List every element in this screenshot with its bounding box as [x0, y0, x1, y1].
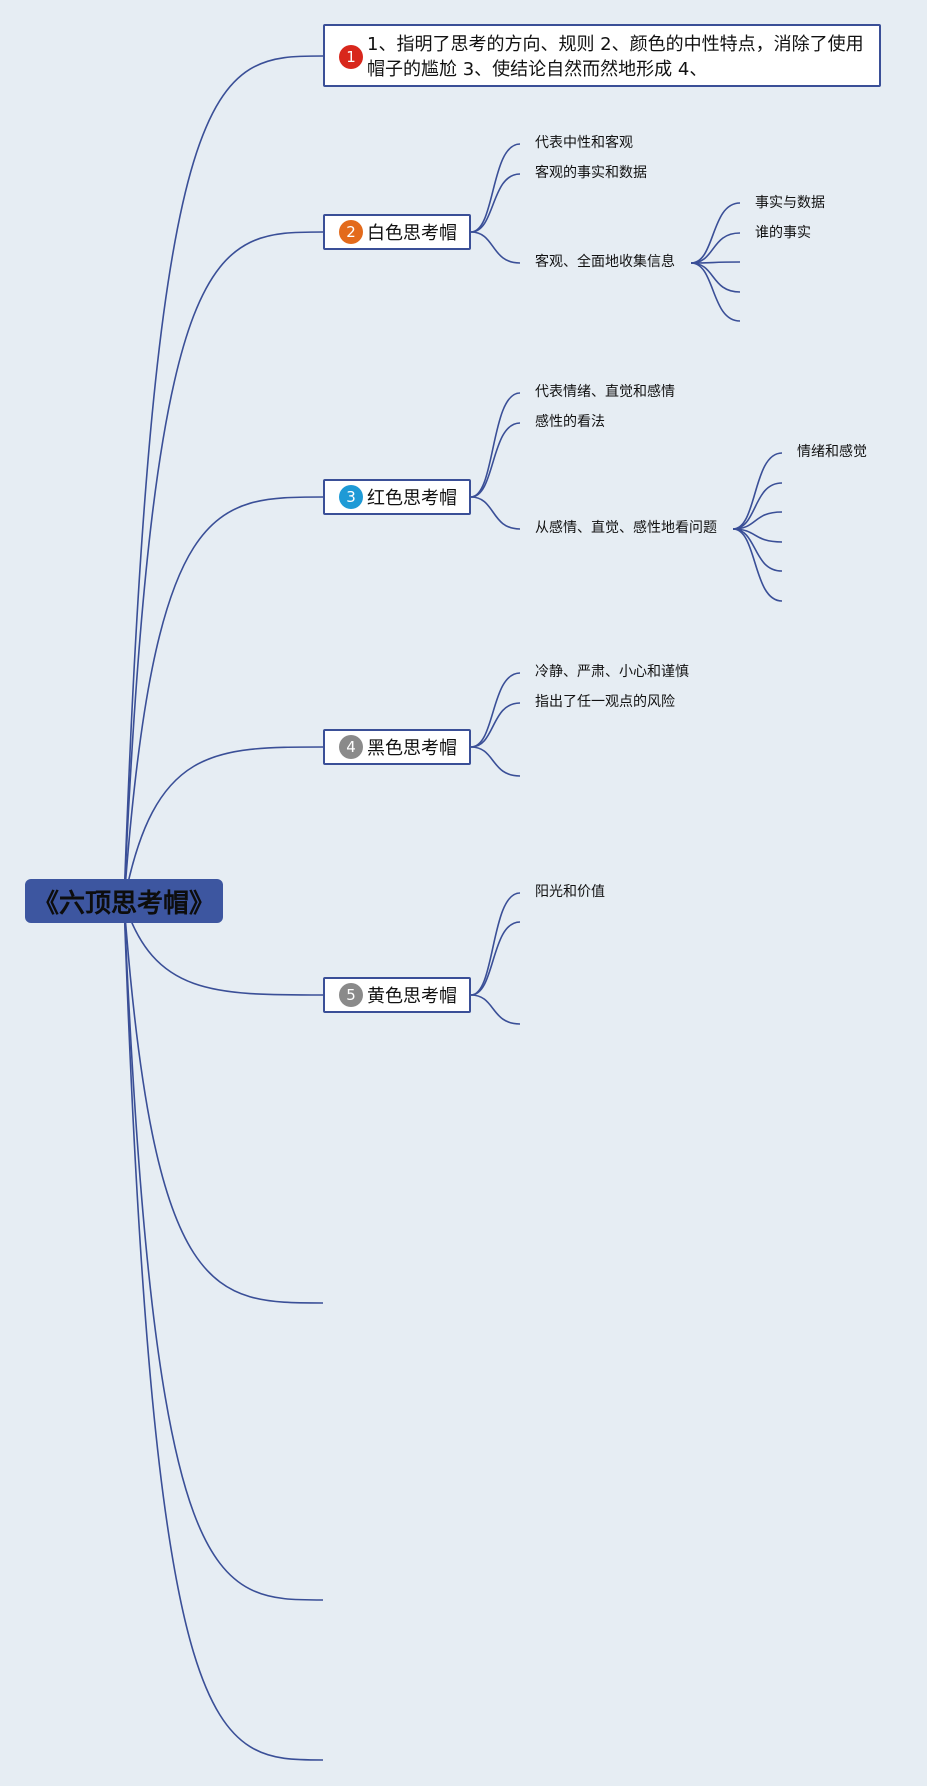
connector-root-topic-8	[123, 901, 324, 1761]
leaf-white-3-1[interactable]: 事实与数据	[755, 195, 825, 211]
badge-3: 3	[339, 485, 363, 509]
connector-red-3-5	[732, 528, 783, 572]
leaf-white-3-2[interactable]: 谁的事实	[755, 225, 811, 241]
root-topic[interactable]: 《六顶思考帽》	[25, 879, 223, 923]
topic-3-label: 红色思考帽	[367, 488, 457, 509]
connector-red-2	[470, 422, 521, 498]
topic-2-label: 白色思考帽	[367, 223, 457, 244]
topic-5-label: 黄色思考帽	[367, 986, 457, 1007]
connector-black-1	[470, 672, 521, 748]
leaf-black-2[interactable]: 指出了任一观点的风险	[535, 694, 675, 710]
connector-black-2	[470, 702, 521, 748]
connector-root-topic-5	[123, 901, 324, 996]
connector-root-topic-2	[123, 231, 324, 903]
badge-1: 1	[339, 44, 363, 69]
connector-yellow-3	[470, 994, 521, 1025]
leaf-red-3-1[interactable]: 情绪和感觉	[797, 444, 867, 460]
root-topic-label: 《六顶思考帽》	[32, 888, 215, 919]
connector-white-3-2	[690, 232, 741, 264]
connector-red-3-1	[732, 452, 783, 530]
topic-2-white-hat[interactable]: 2 白色思考帽	[323, 214, 471, 250]
connector-root-topic-3	[123, 496, 324, 903]
leaf-white-2[interactable]: 客观的事实和数据	[535, 165, 647, 181]
connector-white-3-1	[690, 202, 741, 264]
connector-root-topic-1	[123, 55, 324, 903]
connector-black-3	[470, 746, 521, 777]
leaf-black-1[interactable]: 冷静、严肃、小心和谨慎	[535, 664, 689, 680]
connector-white-3-5	[690, 262, 741, 322]
connector-white-3	[470, 231, 521, 264]
leaf-red-2[interactable]: 感性的看法	[535, 414, 605, 430]
connector-root-topic-6	[123, 901, 324, 1304]
connector-root-topic-4	[123, 746, 324, 903]
badge-2: 2	[339, 220, 363, 244]
leaf-red-3[interactable]: 从感情、直觉、感性地看问题	[535, 520, 717, 536]
badge-5: 5	[339, 983, 363, 1007]
topic-1-label: 1、指明了思考的方向、规则 2、颜色的中性特点，消除了使用帽子的尴尬 3、使结论…	[367, 33, 864, 80]
connector-white-2	[470, 173, 521, 233]
leaf-red-1[interactable]: 代表情绪、直觉和感情	[535, 384, 675, 400]
connector-yellow-2	[470, 921, 521, 996]
topic-4-label: 黑色思考帽	[367, 738, 457, 759]
leaf-yellow-1[interactable]: 阳光和价值	[535, 884, 605, 900]
connector-yellow-1	[470, 892, 521, 996]
connector-red-3-2	[732, 482, 783, 530]
leaf-white-1[interactable]: 代表中性和客观	[535, 135, 633, 151]
connector-root-topic-7	[123, 901, 324, 1601]
badge-4: 4	[339, 735, 363, 759]
connector-red-3-6	[732, 528, 783, 602]
leaf-white-3[interactable]: 客观、全面地收集信息	[535, 254, 675, 270]
connector-red-3	[470, 496, 521, 530]
topic-1[interactable]: 1 1、指明了思考的方向、规则 2、颜色的中性特点，消除了使用帽子的尴尬 3、使…	[323, 24, 881, 87]
topic-3-red-hat[interactable]: 3 红色思考帽	[323, 479, 471, 515]
connector-white-3-4	[690, 262, 741, 293]
topic-4-black-hat[interactable]: 4 黑色思考帽	[323, 729, 471, 765]
topic-5-yellow-hat[interactable]: 5 黄色思考帽	[323, 977, 471, 1013]
connector-white-1	[470, 143, 521, 233]
connector-red-1	[470, 392, 521, 498]
